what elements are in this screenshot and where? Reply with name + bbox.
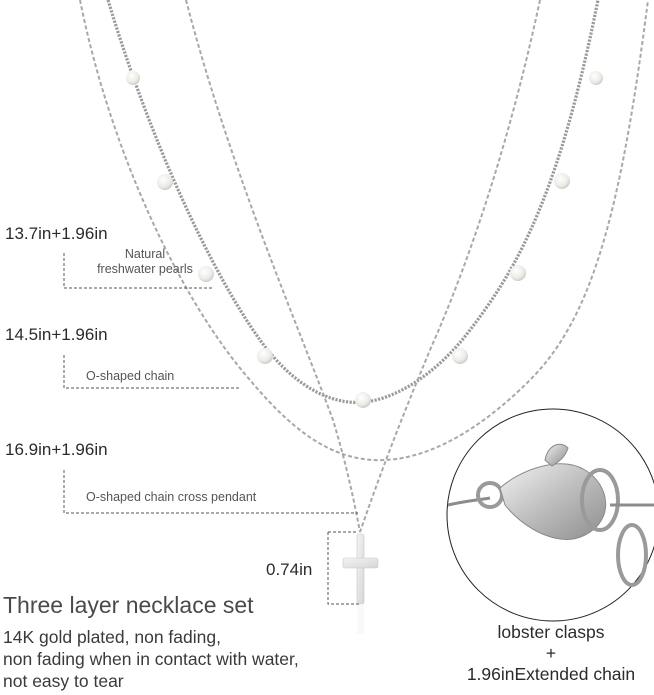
- clasp-caption: lobster clasps + 1.96inExtended chain: [448, 622, 654, 685]
- layer1-length: 13.7in+1.96in: [5, 224, 108, 243]
- layer3-desc: O-shaped chain cross pendant: [86, 490, 257, 504]
- clasp-caption-line1: lobster clasps: [497, 622, 605, 642]
- annotation-lines: [63, 253, 360, 605]
- feature-line-3: not easy to tear: [3, 671, 124, 691]
- o-chain-cross: [185, 0, 541, 533]
- layer2-desc: O-shaped chain: [86, 369, 175, 383]
- feature-list: 14K gold plated, non fading, non fading …: [3, 626, 299, 692]
- layer1-desc-line2: freshwater pearls: [97, 262, 193, 276]
- clasp-caption-line2: +: [545, 643, 557, 663]
- layer1-desc-line1: Natural: [124, 247, 166, 261]
- pearl-chain: [106, 0, 600, 405]
- pearls: [126, 71, 603, 408]
- cross-pendant: [342, 533, 379, 634]
- feature-line-1: 14K gold plated, non fading,: [3, 627, 221, 647]
- layer3-length: 16.9in+1.96in: [5, 440, 108, 459]
- clasp-caption-line3: 1.96inExtended chain: [466, 664, 636, 684]
- feature-line-2: non fading when in contact with water,: [3, 649, 299, 669]
- pendant-height: 0.74in: [266, 560, 313, 579]
- o-chain-middle: [79, 0, 649, 462]
- clasp-detail-circle: [446, 408, 654, 622]
- product-title: Three layer necklace set: [3, 592, 254, 618]
- layer1-desc: Natural freshwater pearls: [70, 247, 220, 277]
- layer2-length: 14.5in+1.96in: [5, 325, 108, 344]
